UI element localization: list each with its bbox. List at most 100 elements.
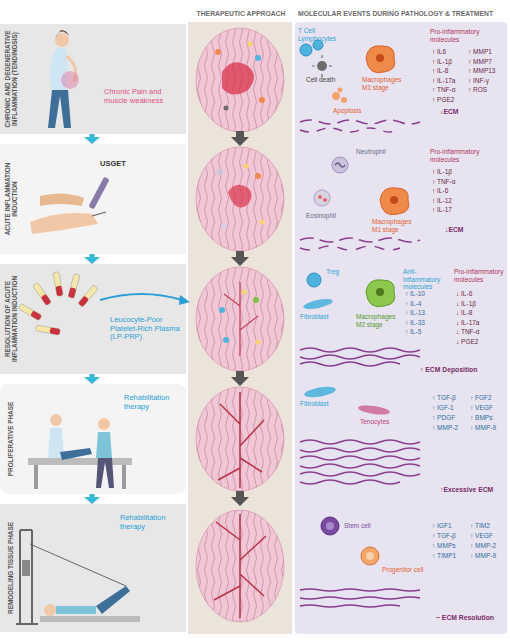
ecm-fiber (300, 355, 420, 359)
flow-arrow (231, 251, 249, 266)
arrow-shaft (90, 254, 95, 257)
rehab-machine (56, 606, 96, 614)
tissue-section (248, 42, 253, 47)
tissue-section (244, 164, 249, 169)
ecm-status: ↓ECM (440, 108, 459, 116)
molecule-item: ↓ IL-8 (456, 309, 472, 317)
tissue-section (255, 55, 261, 61)
tissue-section (196, 28, 284, 132)
cell-icon (326, 522, 334, 530)
molecule-item: ↑ PDGF (432, 414, 455, 422)
tissue-section (196, 147, 284, 251)
ecm-status: ↑Excessive ECM (440, 486, 493, 494)
molecule-item: ↑ IL-17a (432, 77, 456, 85)
molecule-heading: Pro-inflammatory molecules (430, 148, 502, 163)
phase-title: RESOLUTION OF ACUTE INFLAMMATION INDUCTI… (0, 267, 22, 371)
rehab-bench (60, 448, 92, 460)
rehab-machine (16, 530, 38, 624)
molecule-item: ↑ MMP7 (468, 58, 492, 66)
flow-arrow (231, 371, 249, 386)
molecule-item: ↑ MMP1 (468, 48, 492, 56)
cell-label: Eosinophil (306, 212, 336, 220)
rehab-machine (22, 560, 30, 576)
tissue-section (196, 510, 284, 622)
arrow-head (84, 377, 100, 384)
prp-tubes (55, 285, 63, 296)
molecule-item: ↑ MMP-2 (470, 542, 496, 550)
cell-icon (332, 157, 348, 173)
molecule-item: ↑ IGF1 (432, 522, 452, 530)
phase-band: PROLIFERATIVE PHASERehabilitation therap… (0, 384, 186, 494)
tissue-section (253, 297, 259, 303)
ecm-status: ↑ ECM Deposition (420, 366, 477, 374)
treatment-caption: Rehabilitation therapy (120, 514, 180, 531)
tissue-section (260, 220, 265, 225)
tissue-section (217, 169, 223, 175)
phase-band: RESOLUTION OF ACUTE INFLAMMATION INDUCTI… (0, 264, 186, 374)
molecule-item: ↑ IL-4 (405, 300, 421, 308)
phase-title: CHRONIC AND DEGENERATIVE INFLAMMATION (T… (0, 27, 22, 131)
molecule-item: ↓ IL-17a (456, 319, 480, 327)
phase-band: REMODELING TISSUE PHASERehabilitation th… (0, 504, 186, 632)
molecule-item: ↑ MMP-9 (470, 552, 496, 560)
molecule-item: ↓ TNF-α (456, 328, 480, 336)
cell-icon (335, 163, 345, 167)
injection-hands (30, 177, 110, 234)
patient-figure (48, 90, 71, 128)
prp-tubes (68, 274, 80, 299)
tissue-section (214, 514, 266, 618)
ecm-fiber (300, 456, 420, 460)
prp-tubes (78, 296, 89, 308)
ecm-fiber (300, 120, 420, 607)
molecule-item: ↑ IL6 (432, 48, 446, 56)
rehab-bench (122, 465, 126, 489)
cell-label: Fibroblast (300, 400, 329, 408)
cell-label: Fibroblast (300, 313, 329, 321)
tissue-section (222, 62, 254, 94)
molecule-item: ↑ MMP-2 (432, 424, 458, 432)
rehab-bench (96, 458, 114, 488)
tissue-section (196, 510, 284, 622)
column-header: MOLECULAR EVENTS DURING PATHOLOGY & TREA… (298, 10, 506, 18)
molecule-item: ↑ TNF-α (432, 178, 456, 186)
molecule-item: ↑ TGF-β (432, 532, 456, 540)
molecule-item: ↑ MMP13 (468, 67, 495, 75)
cell-icon (314, 190, 330, 206)
treatment-caption: Leucocyte-Poor Platelet-Rich Plasma (LP-… (110, 316, 182, 342)
rehab-machine (40, 616, 140, 622)
tissue-section (196, 387, 284, 491)
cell-icon (376, 288, 384, 296)
ecm-fiber (300, 480, 400, 484)
cell-icon (376, 54, 384, 62)
injection-hands (92, 212, 106, 216)
molecule-item: ↑ IL-13 (405, 309, 425, 317)
prp-tubes (78, 285, 98, 307)
tissue-section (219, 307, 225, 313)
treatment-caption: USGET (100, 160, 150, 169)
ecm-fiber (300, 362, 400, 366)
cell-icon (341, 97, 347, 103)
cell-icon (303, 385, 336, 399)
tissue-section (256, 340, 261, 345)
cell-icon (318, 195, 322, 199)
prp-tubes (18, 272, 190, 335)
molecule-item: ↑ MMP-9 (470, 424, 496, 432)
cell-icon (321, 517, 339, 535)
tissue-section (228, 185, 252, 208)
prp-tubes (49, 327, 60, 335)
prp-tubes (18, 303, 42, 320)
cell-icon (366, 552, 374, 560)
column-backgrounds (295, 22, 507, 634)
molecule-item: ↑ VEGF (470, 532, 493, 540)
cell-label: Macrophages M2 stage (356, 313, 402, 328)
cell-icon (307, 273, 321, 287)
rehab-machine (96, 586, 130, 614)
prp-tubes (33, 282, 52, 305)
molecule-item: ↑ IL-8 (432, 67, 448, 75)
prp-tubes (179, 295, 190, 305)
molecule-item: ↓ PGE2 (456, 338, 478, 346)
molecule-heading: Anti-inflammatory molecules (403, 268, 449, 291)
molecule-item: ↑ TGF-β (432, 394, 456, 402)
prp-tubes (53, 272, 63, 297)
